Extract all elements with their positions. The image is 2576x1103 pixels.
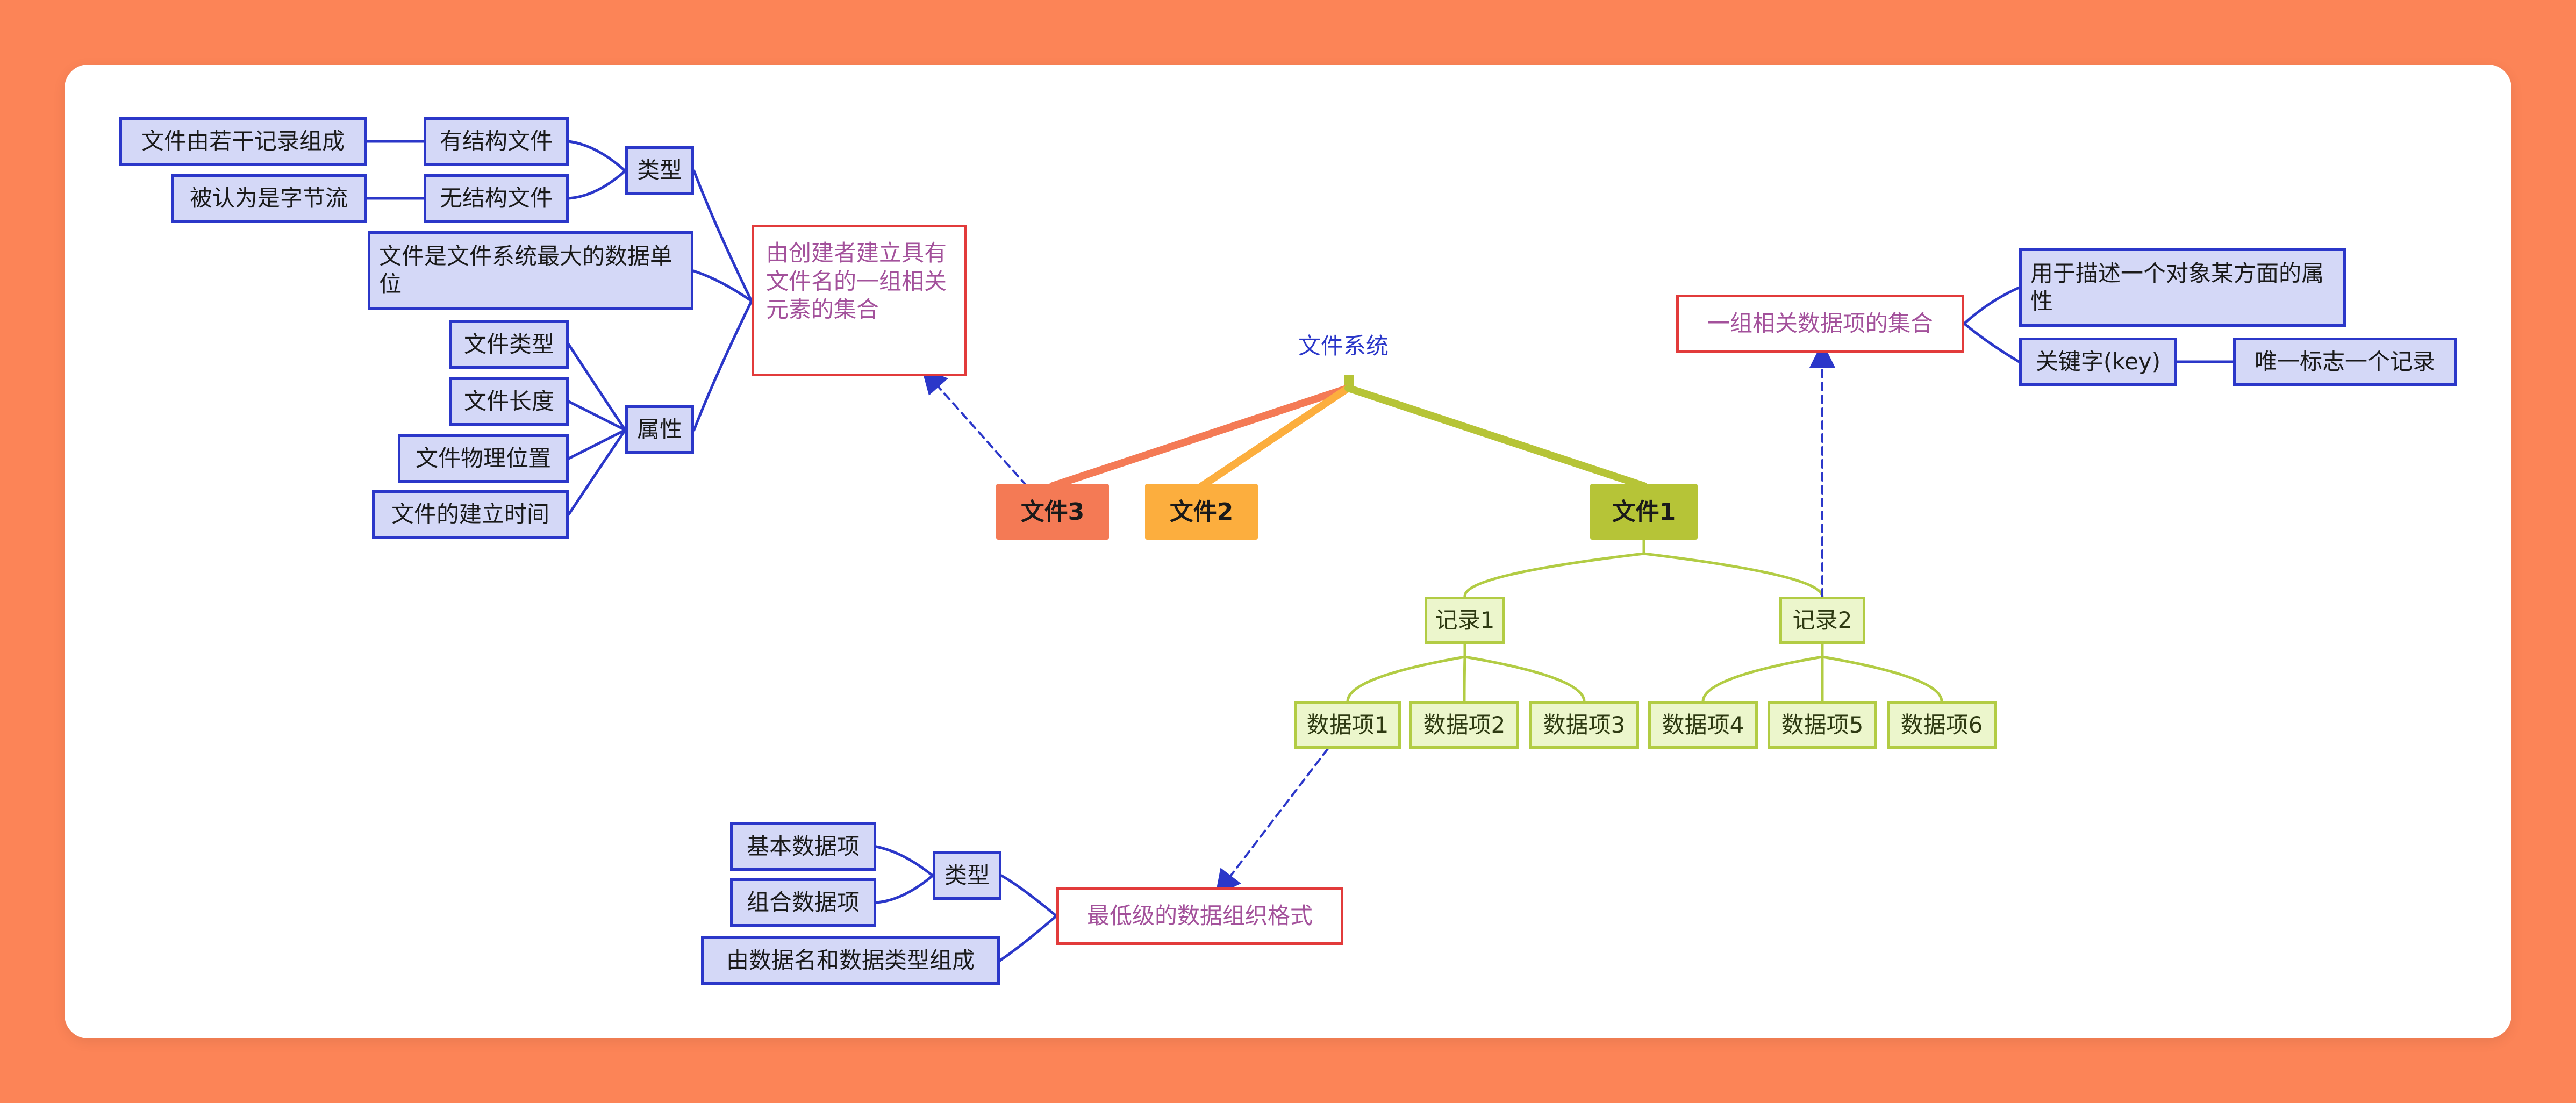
item-composition-node: 由数据名和数据类型组成 [701,936,1000,985]
item-type-node[interactable]: 类型 [933,851,1001,900]
edge-record2-item4 [1701,642,1824,703]
file1-node[interactable]: 文件1 [1590,484,1698,540]
pointer-item1-definition [1215,748,1329,897]
edge-record-def-key [1963,322,2021,363]
basic-item-node: 基本数据项 [730,822,876,871]
data-item-1[interactable]: 数据项1 [1294,701,1401,749]
attribute-creation-time: 文件的建立时间 [372,490,569,539]
structured-file-node[interactable]: 有结构文件 [424,117,569,166]
data-item-2[interactable]: 数据项2 [1409,701,1519,749]
data-item-5[interactable]: 数据项5 [1768,701,1877,749]
edge-attributes-item3 [567,428,627,460]
attribute-file-type: 文件类型 [449,320,569,369]
edge-item-def-composition [998,914,1058,962]
file3-node[interactable]: 文件3 [996,484,1109,540]
record-definition-box[interactable]: 一组相关数据项的集合 [1676,295,1964,353]
pointer-file3-definition [921,368,1028,487]
edge-file1-record1 [1463,538,1645,598]
data-item-6[interactable]: 数据项6 [1887,701,1997,749]
edge-record2-item6 [1821,642,1943,703]
unstructured-file-detail: 被认为是字节流 [171,174,367,223]
edge-record1-item3 [1463,642,1586,703]
edge-attributes-item1 [567,343,627,432]
attribute-file-length: 文件长度 [449,377,569,426]
edge-root-file3 [1049,384,1352,490]
edge-file1-record2 [1642,552,1824,598]
file-type-node[interactable]: 类型 [625,146,694,195]
edge-def-type [692,169,753,303]
edge-root-file1 [1344,384,1648,490]
file-definition-box[interactable]: 由创建者建立具有文件名的一组相关元素的集合 [752,225,967,376]
attributes-node[interactable]: 属性 [625,405,694,454]
structured-file-detail: 文件由若干记录组成 [119,117,367,166]
unstructured-file-node[interactable]: 无结构文件 [424,174,569,223]
largest-unit-node[interactable]: 文件是文件系统最大的数据单位 [368,231,693,310]
edge-attributes-item2 [567,400,627,432]
record2-node[interactable]: 记录2 [1779,597,1865,644]
data-item-3[interactable]: 数据项3 [1529,701,1639,749]
edge-root-file2 [1198,384,1352,490]
attribute-physical-location: 文件物理位置 [398,434,569,483]
canvas-card [65,65,2511,1038]
record-key-node[interactable]: 关键字(key) [2019,338,2177,386]
data-item-4[interactable]: 数据项4 [1648,701,1758,749]
edge-type-basic [875,845,934,877]
record-describe-node: 用于描述一个对象某方面的属性 [2019,248,2346,327]
composite-item-node: 组合数据项 [730,878,876,927]
record1-node[interactable]: 记录1 [1425,597,1505,644]
edge-item-def-type [1000,874,1058,918]
edge-type-unstructured [567,169,627,200]
edge-type-structured [567,140,627,173]
edge-record-def-describe [1963,286,2021,325]
edge-type-composite [875,874,934,904]
edge-attributes-item4 [567,428,627,516]
edge-record1-item1 [1346,642,1466,703]
edge-def-largest [692,269,753,303]
item-definition-box[interactable]: 最低级的数据组织格式 [1056,887,1343,945]
file2-node[interactable]: 文件2 [1145,484,1258,540]
edge-def-attributes [692,299,753,432]
record-key-detail: 唯一标志一个记录 [2233,338,2457,386]
root-label: 文件系统 [1298,333,1389,359]
